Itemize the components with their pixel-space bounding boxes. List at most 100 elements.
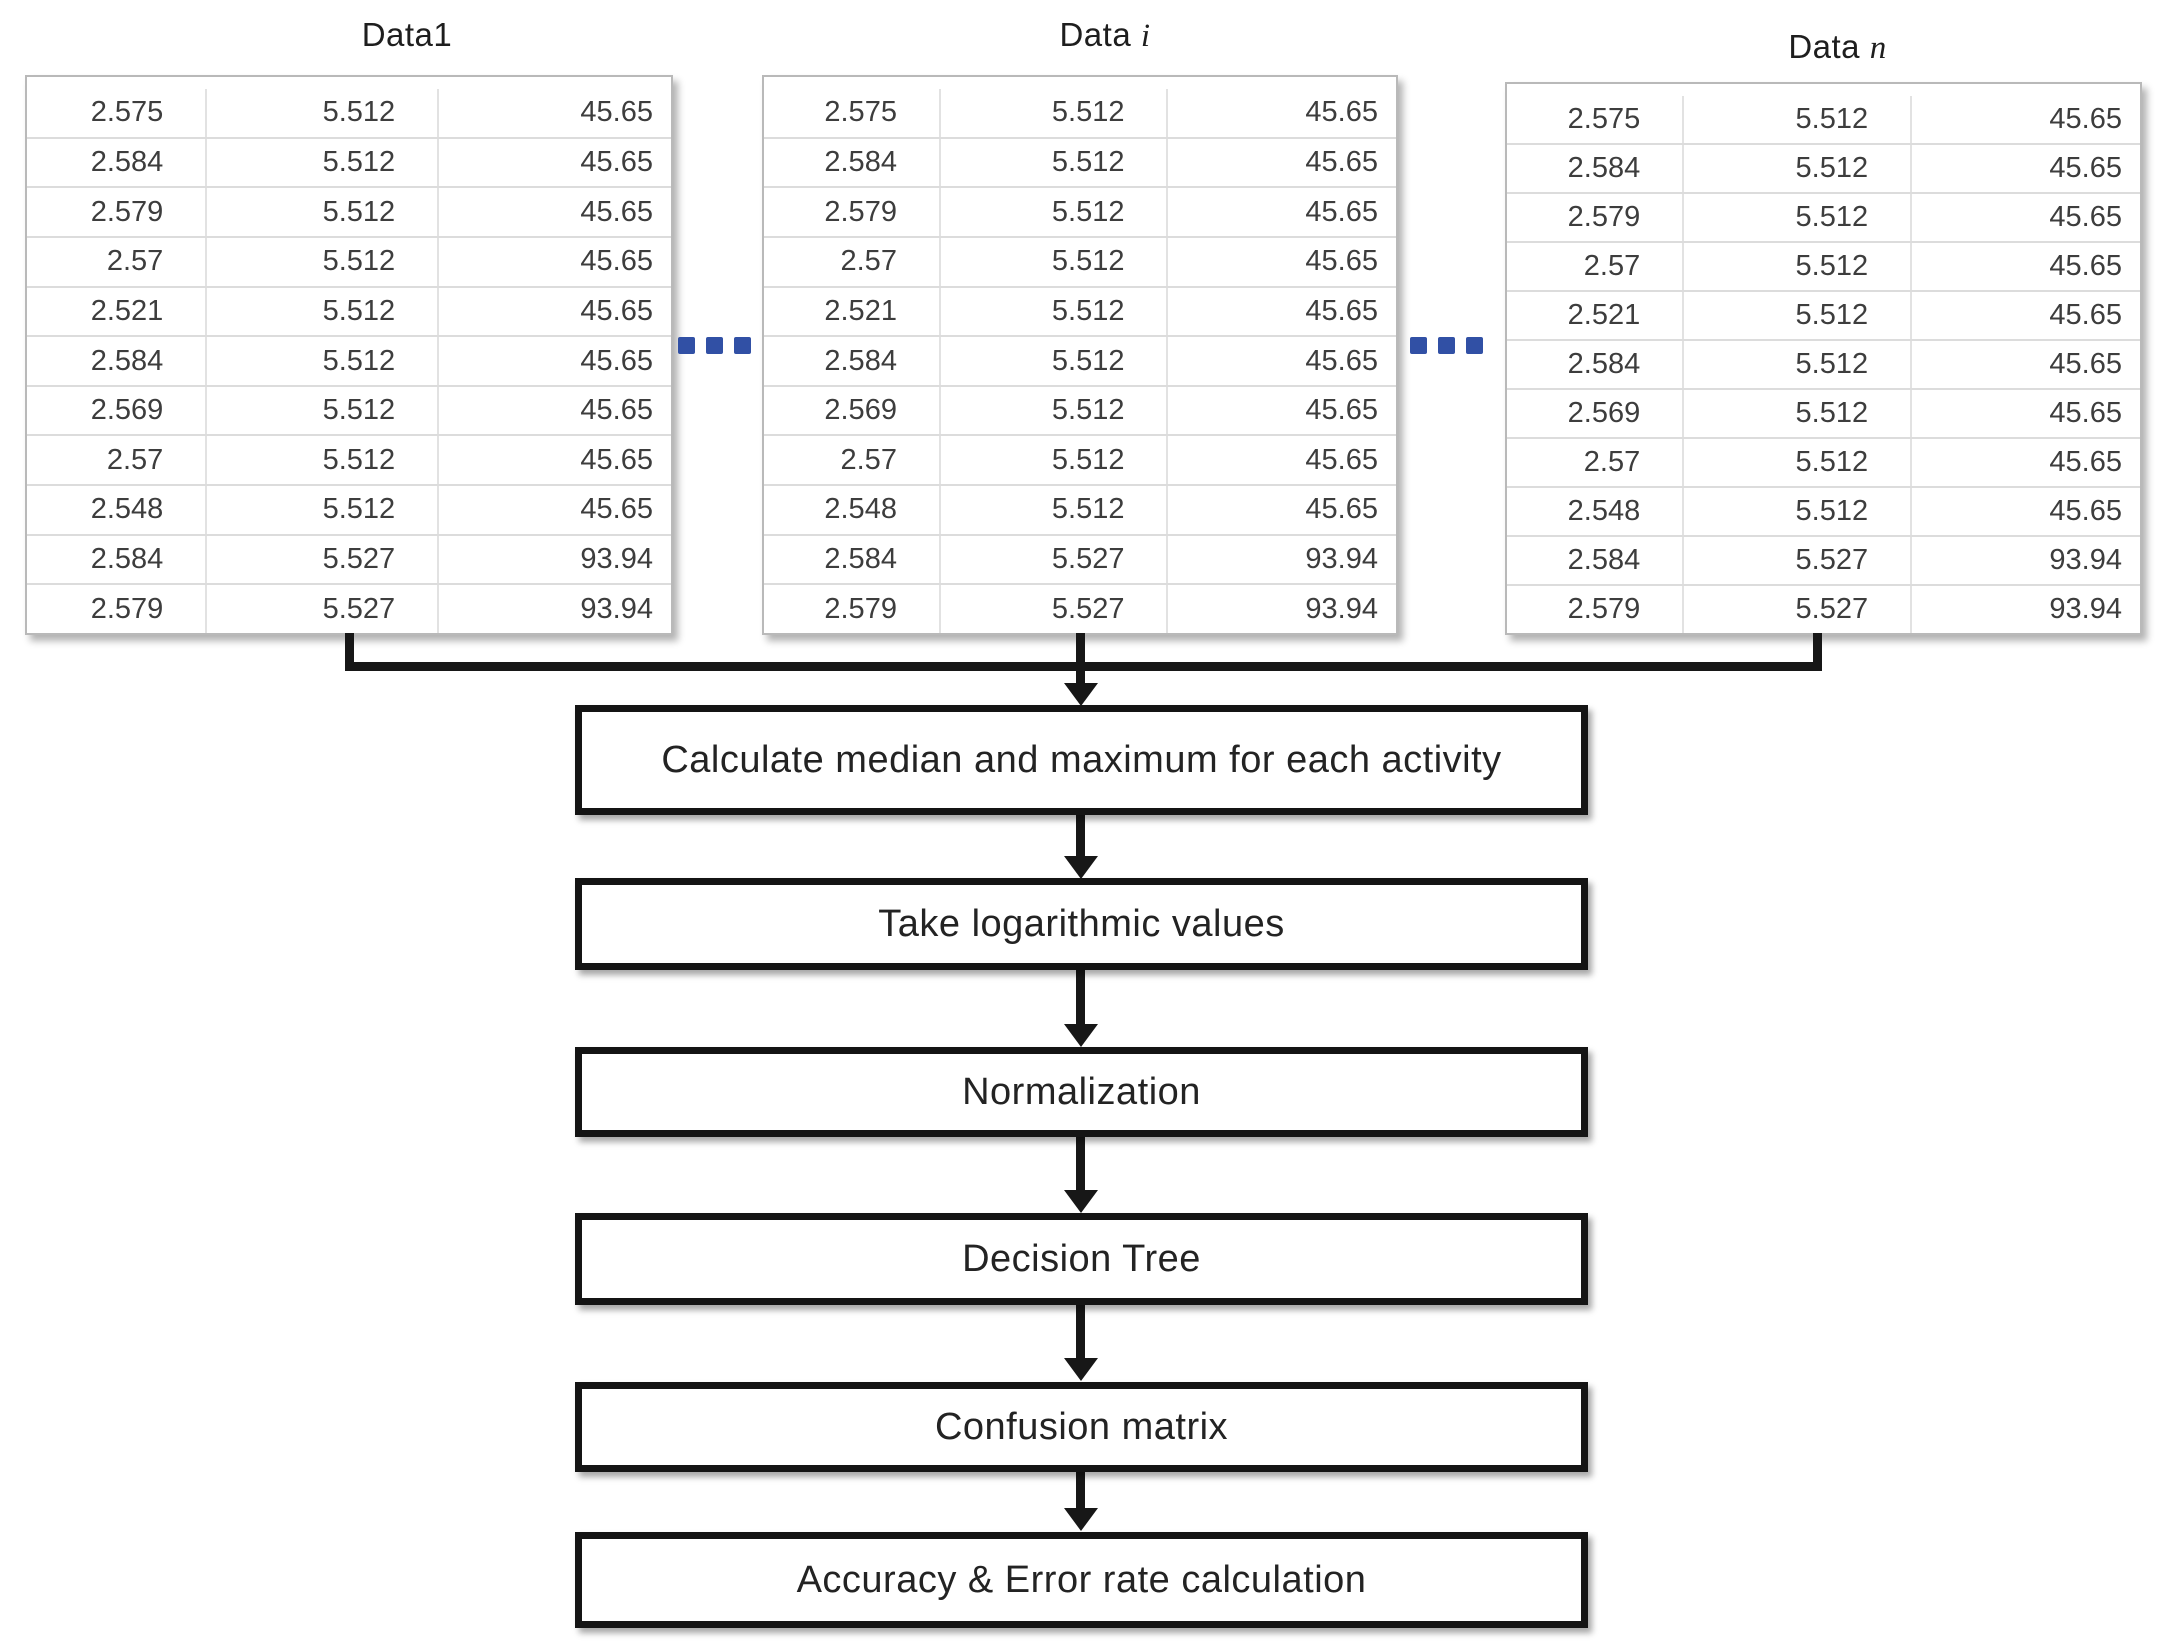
blue-square-dot-icon — [1410, 337, 1427, 354]
blue-square-dot-icon — [678, 337, 695, 354]
table-cell: 5.512 — [941, 386, 1169, 435]
table-cell: 5.512 — [1684, 439, 1913, 486]
table-cell: 2.521 — [1507, 292, 1685, 339]
table-cell: 2.579 — [764, 585, 941, 634]
connector-line — [1076, 1472, 1085, 1510]
table-cell: 5.527 — [1684, 586, 1913, 633]
table-cell: 45.65 — [1305, 344, 1378, 377]
table-cell: 5.512 — [941, 138, 1169, 187]
step-box-normalization: Normalization — [575, 1047, 1588, 1137]
table-cell: 45.65 — [580, 294, 653, 327]
step-box-take-logarithmic-values: Take logarithmic values — [575, 878, 1588, 970]
table-title-prefix: Data — [1059, 16, 1141, 53]
table-cell: 2.579 — [1507, 586, 1685, 633]
table-title-prefix: Data — [1788, 28, 1870, 65]
table-cell: 45.65 — [1305, 245, 1378, 278]
table-title-data-i: Data i — [787, 16, 1423, 55]
table-cell: 45.65 — [1305, 493, 1378, 526]
table-cell: 93.94 — [1305, 543, 1378, 576]
table-cell: 2.575 — [1507, 96, 1685, 143]
down-arrow-icon — [1064, 1508, 1098, 1531]
connector-line — [1076, 1137, 1085, 1192]
table-cell: 45.65 — [2049, 299, 2122, 331]
table-cell: 2.584 — [764, 535, 941, 584]
table-cell: 5.527 — [207, 585, 440, 634]
connector-line — [345, 633, 354, 664]
table-cell: 5.512 — [207, 89, 440, 137]
table-cell: 2.57 — [27, 436, 208, 485]
table-cell: 2.57 — [1507, 439, 1685, 486]
table-cell: 45.65 — [2049, 152, 2122, 184]
table-cell: 2.584 — [1507, 537, 1685, 584]
table-cell: 5.512 — [207, 486, 440, 534]
ellipsis-dots-icon — [1410, 337, 1483, 354]
table-cell: 2.584 — [1507, 145, 1685, 192]
table-cell: 45.65 — [1305, 96, 1378, 129]
connector-line — [1076, 633, 1085, 686]
table-cell: 45.65 — [1305, 145, 1378, 178]
table-cell: 93.94 — [580, 543, 653, 576]
table-cell: 5.527 — [941, 585, 1169, 634]
down-arrow-icon — [1064, 1024, 1098, 1047]
table-cell: 45.65 — [580, 145, 653, 178]
table-cell: 5.512 — [207, 337, 440, 385]
down-arrow-icon — [1064, 1358, 1098, 1381]
table-cell: 5.512 — [1684, 292, 1913, 339]
table-cell: 5.527 — [207, 535, 440, 584]
step-box-calculate-median-maximum: Calculate median and maximum for each ac… — [575, 705, 1588, 815]
step-box-confusion-matrix: Confusion matrix — [575, 1382, 1588, 1472]
table-title-data-n: Data n — [1519, 28, 2156, 67]
table-cell: 45.65 — [1305, 443, 1378, 476]
table-cell: 45.65 — [2049, 201, 2122, 233]
table-cell: 45.65 — [2049, 348, 2122, 380]
table-cell: 2.575 — [27, 89, 208, 137]
blue-square-dot-icon — [734, 337, 751, 354]
table-cell: 45.65 — [580, 195, 653, 228]
table-title-suffix: 1 — [433, 16, 453, 53]
table-cell: 5.527 — [1684, 537, 1913, 584]
table-cell: 93.94 — [580, 592, 653, 625]
table-cell: 45.65 — [1305, 394, 1378, 427]
table-cell: 5.512 — [941, 89, 1169, 137]
table-cell: 2.575 — [764, 89, 941, 137]
blue-square-dot-icon — [706, 337, 723, 354]
table-cell: 2.548 — [764, 486, 941, 534]
table-cell: 45.65 — [580, 394, 653, 427]
table-cell: 5.512 — [1684, 390, 1913, 437]
connector-line — [345, 662, 1822, 671]
table-cell: 5.512 — [941, 436, 1169, 485]
blue-square-dot-icon — [1438, 337, 1455, 354]
table-cell: 93.94 — [2049, 593, 2122, 625]
table-cell: 2.569 — [764, 386, 941, 435]
table-cell: 5.512 — [207, 436, 440, 485]
table-cell: 2.57 — [764, 436, 941, 485]
table-cell: 45.65 — [2049, 250, 2122, 282]
table-cell: 93.94 — [2049, 544, 2122, 576]
table-cell: 5.512 — [207, 386, 440, 435]
table-cell: 5.512 — [207, 287, 440, 336]
table-cell: 45.65 — [2049, 495, 2122, 527]
table-cell: 2.569 — [27, 386, 208, 435]
table-cell: 2.579 — [1507, 194, 1685, 241]
ellipsis-dots-icon — [678, 337, 751, 354]
